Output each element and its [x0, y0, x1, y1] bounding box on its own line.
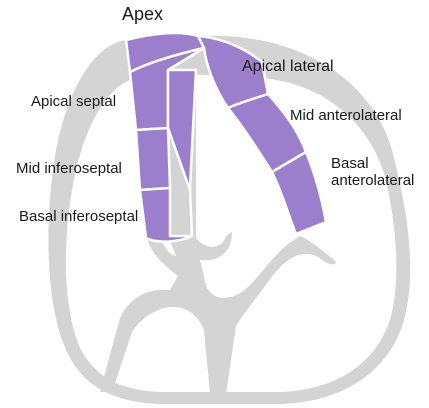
- label-basal-anterolateral-line1: Basal: [331, 155, 414, 172]
- label-mid-anterolateral: Mid anterolateral: [290, 107, 402, 124]
- label-apical-septal: Apical septal: [31, 93, 116, 110]
- label-basal-anterolateral: Basal anterolateral: [331, 155, 414, 190]
- label-apex: Apex: [122, 4, 163, 25]
- label-basal-inferoseptal: Basal inferoseptal: [19, 208, 138, 225]
- label-basal-anterolateral-line2: anterolateral: [331, 172, 414, 189]
- label-mid-inferoseptal: Mid inferoseptal: [16, 160, 122, 177]
- segment-mid-inferoseptal: [136, 128, 170, 190]
- label-apical-lateral: Apical lateral: [242, 58, 334, 76]
